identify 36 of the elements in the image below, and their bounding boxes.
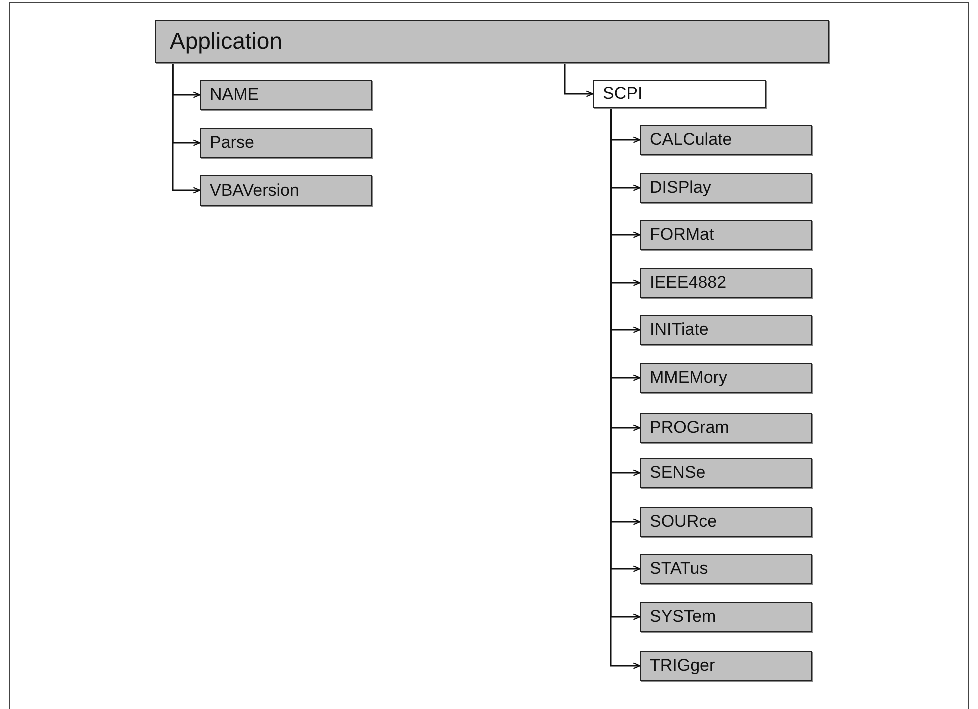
node-label: TRIGger [650, 656, 716, 676]
item-box [640, 220, 812, 250]
item-box [200, 128, 372, 158]
item-box [640, 268, 812, 298]
root-box [155, 20, 829, 63]
item-box [640, 315, 812, 345]
node-label: NAME [210, 85, 260, 105]
node-label: PROGram [650, 418, 730, 438]
node-label: Application [170, 28, 283, 55]
node-label: MMEMory [650, 368, 728, 388]
arrow [564, 63, 594, 98]
node-label: SENSe [650, 463, 706, 483]
item-box [640, 363, 812, 393]
item-box [640, 651, 812, 681]
node-label: INITiate [650, 320, 709, 340]
item-box [640, 602, 812, 632]
item-box [640, 458, 812, 488]
item-box [200, 175, 372, 206]
item-box [640, 173, 812, 203]
item-box [640, 125, 812, 155]
node-label: SYSTem [650, 607, 716, 627]
node-label: VBAVersion [210, 180, 300, 200]
node-label: STATus [650, 559, 708, 579]
node-label: CALCulate [650, 130, 732, 150]
node-label: SCPI [603, 84, 643, 104]
node-label: Parse [210, 133, 254, 153]
node-label: DISPlay [650, 178, 712, 198]
item-box [640, 507, 812, 537]
item-box [640, 554, 812, 584]
item-box [640, 413, 812, 443]
node-label: FORMat [650, 225, 714, 245]
arrow [172, 63, 201, 194]
node-label: IEEE4882 [650, 273, 727, 293]
item-box [593, 80, 766, 108]
item-box [200, 80, 372, 110]
node-label: SOURce [650, 512, 718, 532]
